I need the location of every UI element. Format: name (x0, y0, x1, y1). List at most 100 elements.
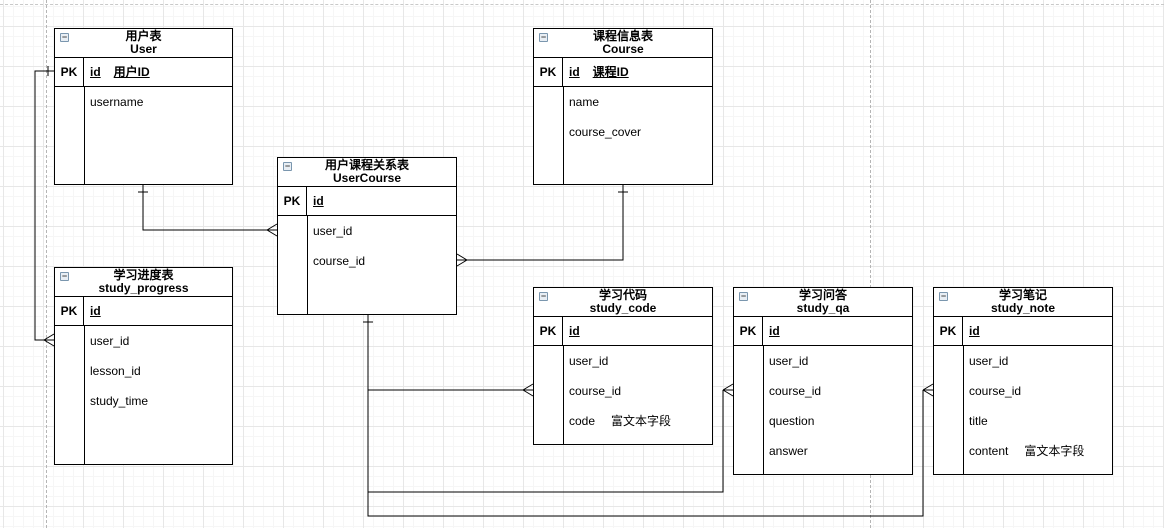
collapse-icon[interactable]: − (539, 32, 548, 42)
field-row[interactable]: answer (734, 436, 912, 466)
field-row[interactable]: name (534, 87, 712, 117)
entity-table-usercourse[interactable]: − 用户课程关系表 UserCourse PK id user_id cours… (277, 157, 457, 315)
field-name: user_id (969, 354, 1009, 368)
pk-label: PK (734, 317, 763, 345)
pk-label: PK (55, 297, 84, 325)
relation-user-usercourse[interactable] (138, 185, 278, 237)
field-row[interactable]: course_id (278, 246, 456, 276)
pk-field-name: id (90, 304, 101, 318)
collapse-icon[interactable]: − (739, 291, 748, 301)
field-row[interactable]: user_id (278, 216, 456, 246)
table-title-en: study_note (990, 301, 1055, 315)
pk-field-name: id (313, 194, 324, 208)
table-title-en: User (130, 42, 157, 56)
pk-field-name: id (969, 324, 980, 338)
field-name: content (969, 444, 1009, 458)
field-name: title (969, 414, 988, 428)
table-title-zh: 学习进度表 (113, 268, 174, 282)
entity-table-study-note[interactable]: − 学习笔记 study_note PK id user_id course_i… (933, 287, 1113, 475)
table-title-zh: 学习笔记 (998, 288, 1047, 302)
field-row[interactable]: title (934, 406, 1112, 436)
field-name: user_id (90, 334, 130, 348)
field-name: lesson_id (90, 364, 141, 378)
table-header: − 用户表 User (55, 29, 232, 58)
field-row[interactable]: course_id (534, 376, 712, 406)
pk-field-name: id (90, 65, 101, 79)
entity-table-study-code[interactable]: − 学习代码 study_code PK id user_id course_i… (533, 287, 713, 445)
field-name: user_id (769, 354, 809, 368)
field-row[interactable]: lesson_id (55, 356, 232, 386)
pk-field-name: id (569, 65, 580, 79)
relation-usercourse-study-note[interactable] (367, 315, 934, 517)
table-header: − 课程信息表 Course (534, 29, 712, 58)
field-name: study_time (90, 394, 149, 408)
field-name: answer (769, 444, 808, 458)
field-name: username (90, 95, 144, 109)
table-title-en: study_qa (796, 301, 850, 315)
field-name: course_id (313, 254, 366, 268)
collapse-icon[interactable]: − (60, 271, 69, 281)
pk-row[interactable]: PK id 用户ID (55, 58, 232, 87)
table-title-en: Course (602, 42, 644, 56)
table-title-en: study_code (589, 301, 657, 315)
pk-row[interactable]: PK id (934, 317, 1112, 346)
field-row[interactable]: user_id (734, 346, 912, 376)
pk-row[interactable]: PK id (534, 317, 712, 346)
table-title-zh: 学习问答 (798, 288, 847, 302)
collapse-icon[interactable]: − (283, 161, 292, 171)
pk-field-name: id (769, 324, 780, 338)
field-name: user_id (569, 354, 609, 368)
pk-row[interactable]: PK id (278, 187, 456, 216)
field-row[interactable]: study_time (55, 386, 232, 416)
table-title-zh: 用户表 (125, 29, 162, 43)
pk-label: PK (55, 58, 84, 86)
entity-table-study-qa[interactable]: − 学习问答 study_qa PK id user_id course_id … (733, 287, 913, 475)
field-row[interactable]: user_id (934, 346, 1112, 376)
field-note: 富文本字段 (1024, 444, 1085, 458)
field-name: course_id (569, 384, 622, 398)
field-row[interactable]: course_id (934, 376, 1112, 406)
table-title-zh: 用户课程关系表 (324, 158, 409, 172)
relation-usercourse-study-code[interactable] (363, 315, 534, 397)
pk-label: PK (534, 58, 563, 86)
field-row[interactable]: username (55, 87, 232, 117)
table-title-zh: 学习代码 (598, 288, 647, 302)
pk-field-note: 课程ID (592, 65, 629, 79)
pk-field-note: 用户ID (113, 65, 150, 79)
table-title-en: UserCourse (332, 171, 402, 185)
entity-table-user[interactable]: − 用户表 User PK id 用户ID username (54, 28, 233, 185)
field-name: question (769, 414, 815, 428)
pk-row[interactable]: PK id 课程ID (534, 58, 712, 87)
pk-label: PK (534, 317, 563, 345)
field-note: 富文本字段 (611, 414, 672, 428)
pk-label: PK (278, 187, 307, 215)
relation-course-usercourse[interactable] (456, 185, 628, 267)
table-header: − 学习笔记 study_note (934, 288, 1112, 317)
table-header: − 学习问答 study_qa (734, 288, 912, 317)
entity-table-study-progress[interactable]: − 学习进度表 study_progress PK id user_id les… (54, 267, 233, 465)
pk-row[interactable]: PK id (734, 317, 912, 346)
pk-row[interactable]: PK id (55, 297, 232, 326)
field-row[interactable]: course_id (734, 376, 912, 406)
field-row[interactable]: content 富文本字段 (934, 436, 1112, 466)
table-header: − 学习代码 study_code (534, 288, 712, 317)
table-title-zh: 课程信息表 (592, 29, 653, 43)
relation-user-study-progress[interactable] (34, 66, 55, 347)
field-name: course_id (969, 384, 1022, 398)
field-row[interactable]: course_cover (534, 117, 712, 147)
field-name: user_id (313, 224, 353, 238)
field-name: course_cover (569, 125, 642, 139)
collapse-icon[interactable]: − (60, 32, 69, 42)
collapse-icon[interactable]: − (939, 291, 948, 301)
field-name: name (569, 95, 600, 109)
table-header: − 学习进度表 study_progress (55, 268, 232, 297)
field-row[interactable]: user_id (534, 346, 712, 376)
collapse-icon[interactable]: − (539, 291, 548, 301)
entity-table-course[interactable]: − 课程信息表 Course PK id 课程ID name course_cov… (533, 28, 713, 185)
field-row[interactable]: question (734, 406, 912, 436)
field-row[interactable]: user_id (55, 326, 232, 356)
pk-field-name: id (569, 324, 580, 338)
table-header: − 用户课程关系表 UserCourse (278, 158, 456, 187)
